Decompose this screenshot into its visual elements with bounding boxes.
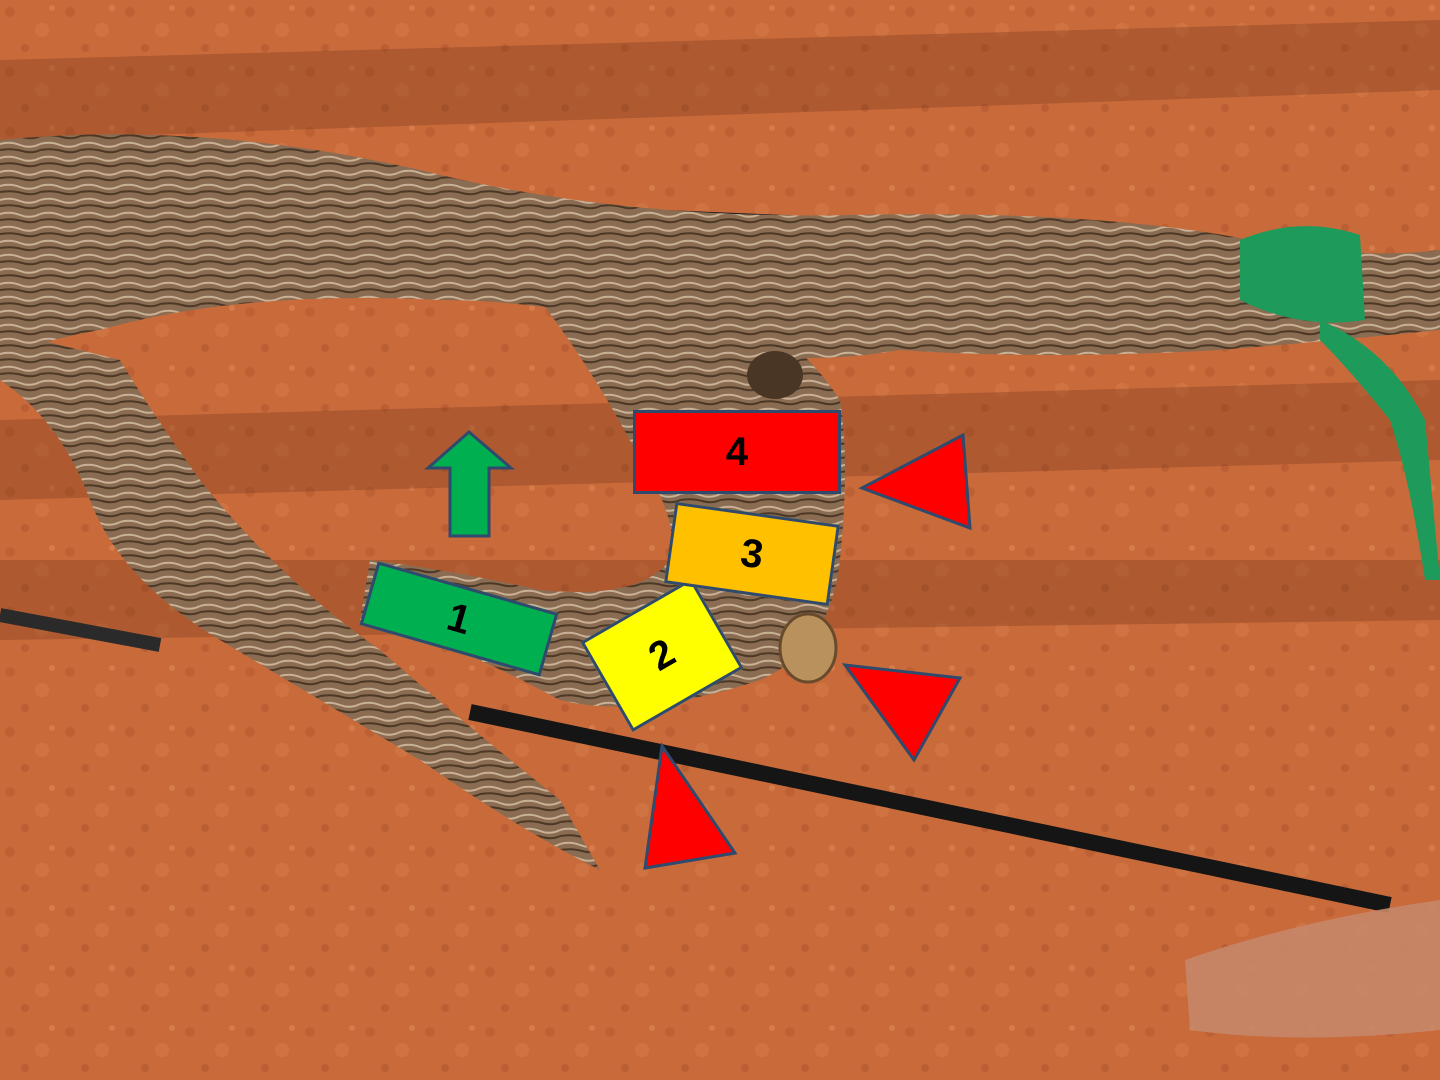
label-3-text: 3	[737, 530, 767, 577]
drip-line-left	[0, 608, 162, 652]
label-1-text: 1	[442, 594, 476, 643]
bud-node	[747, 351, 803, 399]
up-arrow-icon	[424, 430, 516, 538]
green-tie-tail	[1320, 320, 1440, 580]
drip-line-lower	[468, 704, 1392, 913]
label-4-text: 4	[725, 429, 749, 474]
pruning-cut	[778, 612, 838, 684]
label-4: 4	[633, 410, 841, 494]
vine-trunk	[0, 330, 600, 870]
vine-cordon	[0, 134, 1440, 360]
wooden-stake	[1185, 900, 1440, 1038]
marker-triangle-3	[643, 741, 738, 870]
label-2-text: 2	[641, 629, 683, 680]
marker-triangle-1	[858, 432, 972, 531]
green-tie-tape	[1240, 226, 1365, 323]
marker-triangle-2	[841, 663, 963, 763]
